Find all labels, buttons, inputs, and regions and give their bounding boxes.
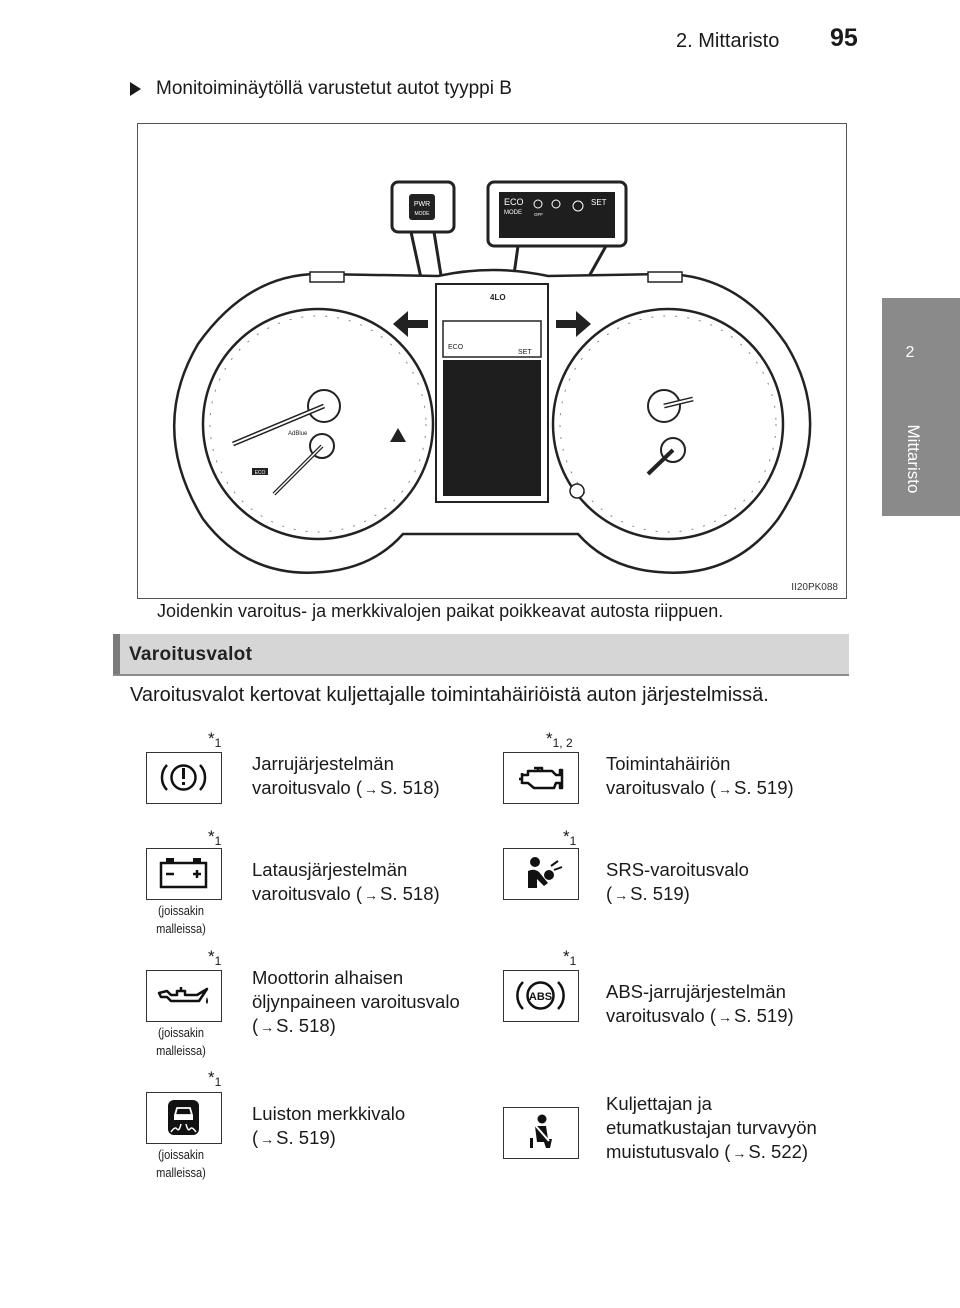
footnote-marker: *1 (208, 827, 222, 848)
light-description: Jarrujärjestelmän varoitusvalo (→S. 518) (252, 752, 440, 801)
oil-pressure-icon (146, 970, 222, 1022)
instrument-cluster-figure: PWR MODE ECO MODE SET OFF AdBlue ECO (137, 123, 847, 599)
footnote-marker: *1 (563, 947, 577, 968)
svg-text:OFF: OFF (534, 212, 543, 217)
side-tab-number: 2 (905, 344, 915, 361)
section-heading-bar: Varoitusvalot (113, 634, 849, 676)
check-engine-icon (503, 752, 579, 804)
svg-text:ECO: ECO (255, 470, 266, 476)
svg-text:ECO: ECO (448, 344, 464, 351)
speedometer-gauge (551, 307, 785, 541)
section-intro: Varoitusvalot kertovat kuljettajalle toi… (130, 684, 769, 706)
svg-text:4LO: 4LO (490, 293, 506, 302)
svg-text:SET: SET (591, 198, 607, 207)
pwr-mode-icon (409, 194, 435, 220)
arrow-icon: → (260, 1019, 275, 1035)
arrow-icon: → (732, 1145, 747, 1161)
light-description: Toimintahäiriön varoitusvalo (→S. 519) (606, 752, 794, 801)
model-note: (joissakin malleissa) (156, 903, 206, 936)
footnote-marker: *1 (208, 947, 222, 968)
triangle-bullet-icon (130, 82, 141, 96)
svg-text:SET: SET (518, 349, 532, 356)
footnote-marker: *1 (563, 827, 577, 848)
model-note: (joissakin malleissa) (156, 1147, 206, 1180)
svg-text:ABS: ABS (529, 991, 552, 1003)
footnote-marker: *1 (208, 729, 222, 750)
figure-caption: Joidenkin varoitus- ja merkkivalojen pai… (157, 601, 724, 621)
section-accent (113, 634, 120, 674)
arrow-icon: → (364, 781, 379, 797)
battery-icon (146, 848, 222, 900)
footnote-marker: *1, 2 (546, 729, 573, 750)
srs-airbag-icon (503, 848, 579, 900)
tachometer-gauge (201, 307, 435, 541)
arrow-icon: → (260, 1131, 275, 1147)
svg-text:PWR: PWR (414, 201, 430, 208)
figure-code: II20PK088 (791, 582, 838, 593)
svg-text:ECO: ECO (504, 197, 524, 207)
abs-icon: ABS (503, 970, 579, 1022)
light-description: ABS-jarrujärjestelmän varoitusvalo (→S. … (606, 980, 794, 1029)
chapter-header: 2. Mittaristo (676, 30, 780, 52)
brake-warning-icon (146, 752, 222, 804)
light-description: Moottorin alhaisen öljynpaineen varoitus… (252, 966, 460, 1039)
arrow-icon: → (718, 781, 733, 797)
seatbelt-reminder-icon (503, 1107, 579, 1159)
subheading-text: Monitoiminäytöllä varustetut autot tyypp… (156, 78, 512, 99)
arrow-icon: → (614, 887, 629, 903)
model-note: (joissakin malleissa) (156, 1025, 206, 1058)
subheading: Monitoiminäytöllä varustetut autot tyypp… (130, 78, 512, 100)
section-title: Varoitusvalot (129, 644, 253, 665)
svg-text:MODE: MODE (415, 211, 431, 217)
page-number: 95 (830, 24, 858, 52)
side-tab-label: Mittaristo (904, 424, 923, 494)
arrow-icon: → (364, 887, 379, 903)
footnote-marker: *1 (208, 1068, 222, 1089)
svg-text:MODE: MODE (504, 210, 522, 216)
light-description: Kuljettajan ja etumatkustajan turvavyön … (606, 1092, 817, 1165)
light-description: Latausjärjestelmän varoitusvalo (→S. 518… (252, 858, 440, 907)
svg-text:AdBlue: AdBlue (288, 431, 308, 437)
arrow-icon: → (718, 1009, 733, 1025)
chapter-side-tab (882, 298, 960, 516)
light-description: SRS-varoitusvalo (→S. 519) (606, 858, 749, 907)
light-description: Luiston merkkivalo (→S. 519) (252, 1102, 405, 1151)
instrument-cluster-illustration: PWR MODE ECO MODE SET OFF AdBlue ECO (173, 180, 812, 574)
slip-indicator-icon (146, 1092, 222, 1144)
